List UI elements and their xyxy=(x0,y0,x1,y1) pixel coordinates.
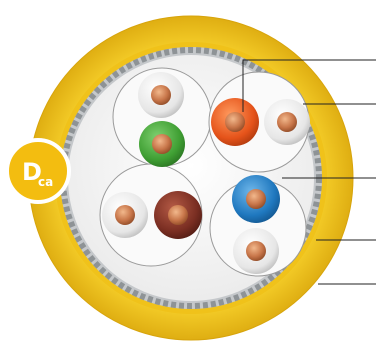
conductor-white-4 xyxy=(233,228,279,274)
badge-subscript: ca xyxy=(38,175,53,189)
conductor-white-1 xyxy=(138,72,184,118)
conductor-brown xyxy=(154,191,202,239)
conductor-white-2 xyxy=(264,99,310,145)
conductor-orange xyxy=(211,98,259,146)
outer-diameter-badge: D ca xyxy=(7,140,69,202)
conductor-green xyxy=(139,121,185,167)
conductor-white-3 xyxy=(102,192,148,238)
conductor-blue xyxy=(232,175,280,223)
